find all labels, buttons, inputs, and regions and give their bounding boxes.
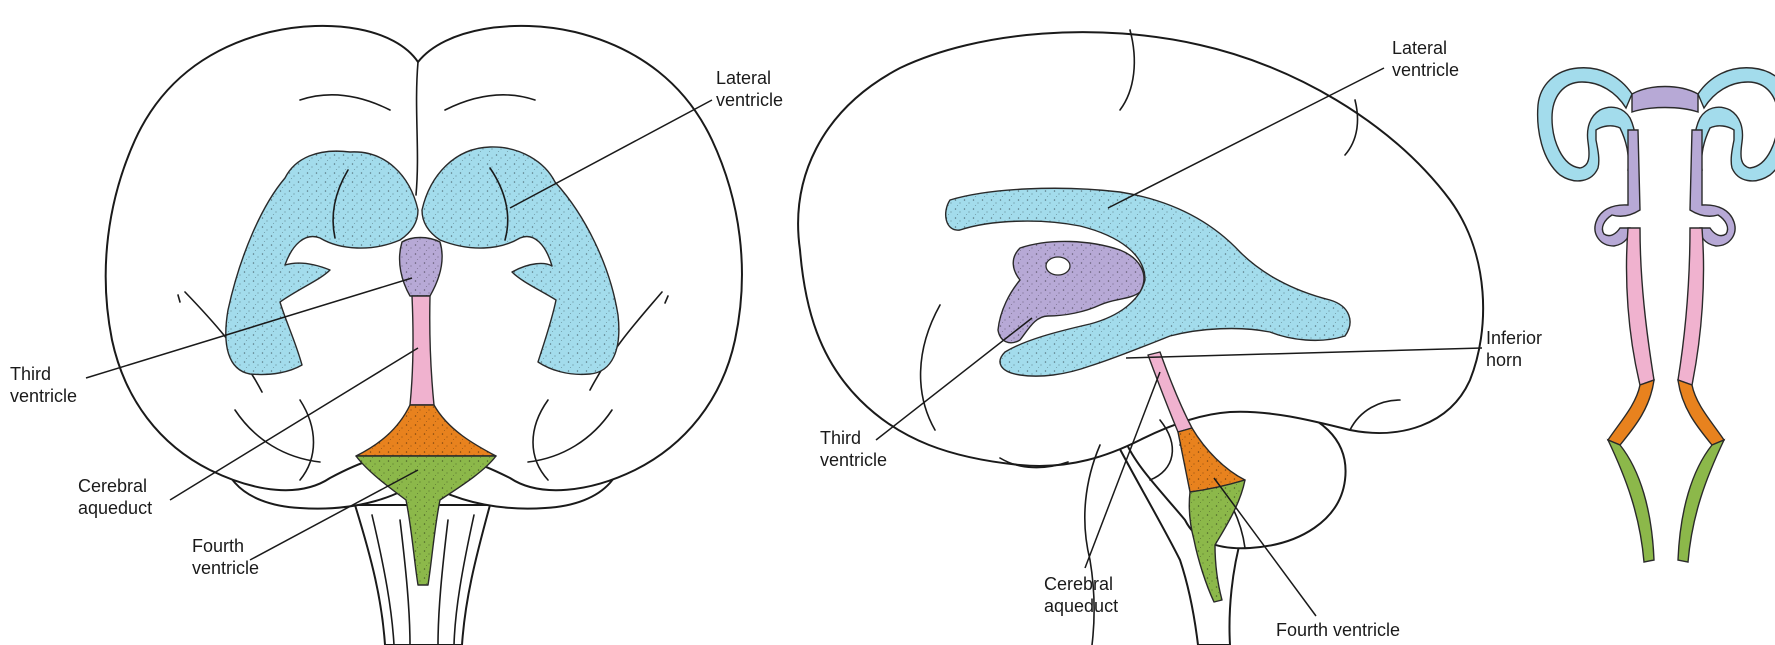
label-anterior-cerebral-aqueduct: Cerebral aqueduct bbox=[78, 476, 152, 518]
label-lateral-lateral-ventricle: Lateral ventricle bbox=[1392, 38, 1459, 80]
label-anterior-third-ventricle: Third ventricle bbox=[10, 364, 77, 406]
schematic-left-lateral-ventricle bbox=[1538, 68, 1637, 181]
schematic-left-fourth-ventricle-lower bbox=[1608, 440, 1654, 562]
label-lateral-inferior-horn: Inferior horn bbox=[1486, 328, 1547, 370]
interthalamic-adhesion bbox=[1046, 257, 1070, 275]
schematic-right-fourth-ventricle-lower bbox=[1678, 440, 1724, 562]
schematic-right-cerebral-aqueduct bbox=[1678, 228, 1704, 385]
ventricle-schematic bbox=[1538, 68, 1775, 562]
anterior-ventricles bbox=[226, 147, 619, 585]
schematic-right-fourth-ventricle-upper bbox=[1678, 380, 1724, 445]
label-lateral-third-ventricle: Third ventricle bbox=[820, 428, 887, 470]
label-lateral-cerebral-aqueduct: Cerebral aqueduct bbox=[1044, 574, 1118, 616]
schematic-left-fourth-ventricle-upper bbox=[1608, 380, 1654, 445]
schematic-left-cerebral-aqueduct bbox=[1627, 228, 1655, 385]
label-lateral-fourth-ventricle: Fourth ventricle bbox=[1276, 620, 1400, 640]
label-anterior-fourth-ventricle: Fourth ventricle bbox=[192, 536, 259, 578]
schematic-third-ventricle bbox=[1632, 87, 1698, 113]
label-anterior-lateral-ventricle: Lateral ventricle bbox=[716, 68, 783, 110]
anterior-brain-view: Lateral ventricle Third ventricle Cerebr… bbox=[10, 26, 783, 645]
schematic-right-lateral-ventricle bbox=[1693, 68, 1775, 181]
lateral-brain-view: Lateral ventricle Inferior horn Third ve… bbox=[798, 30, 1547, 645]
